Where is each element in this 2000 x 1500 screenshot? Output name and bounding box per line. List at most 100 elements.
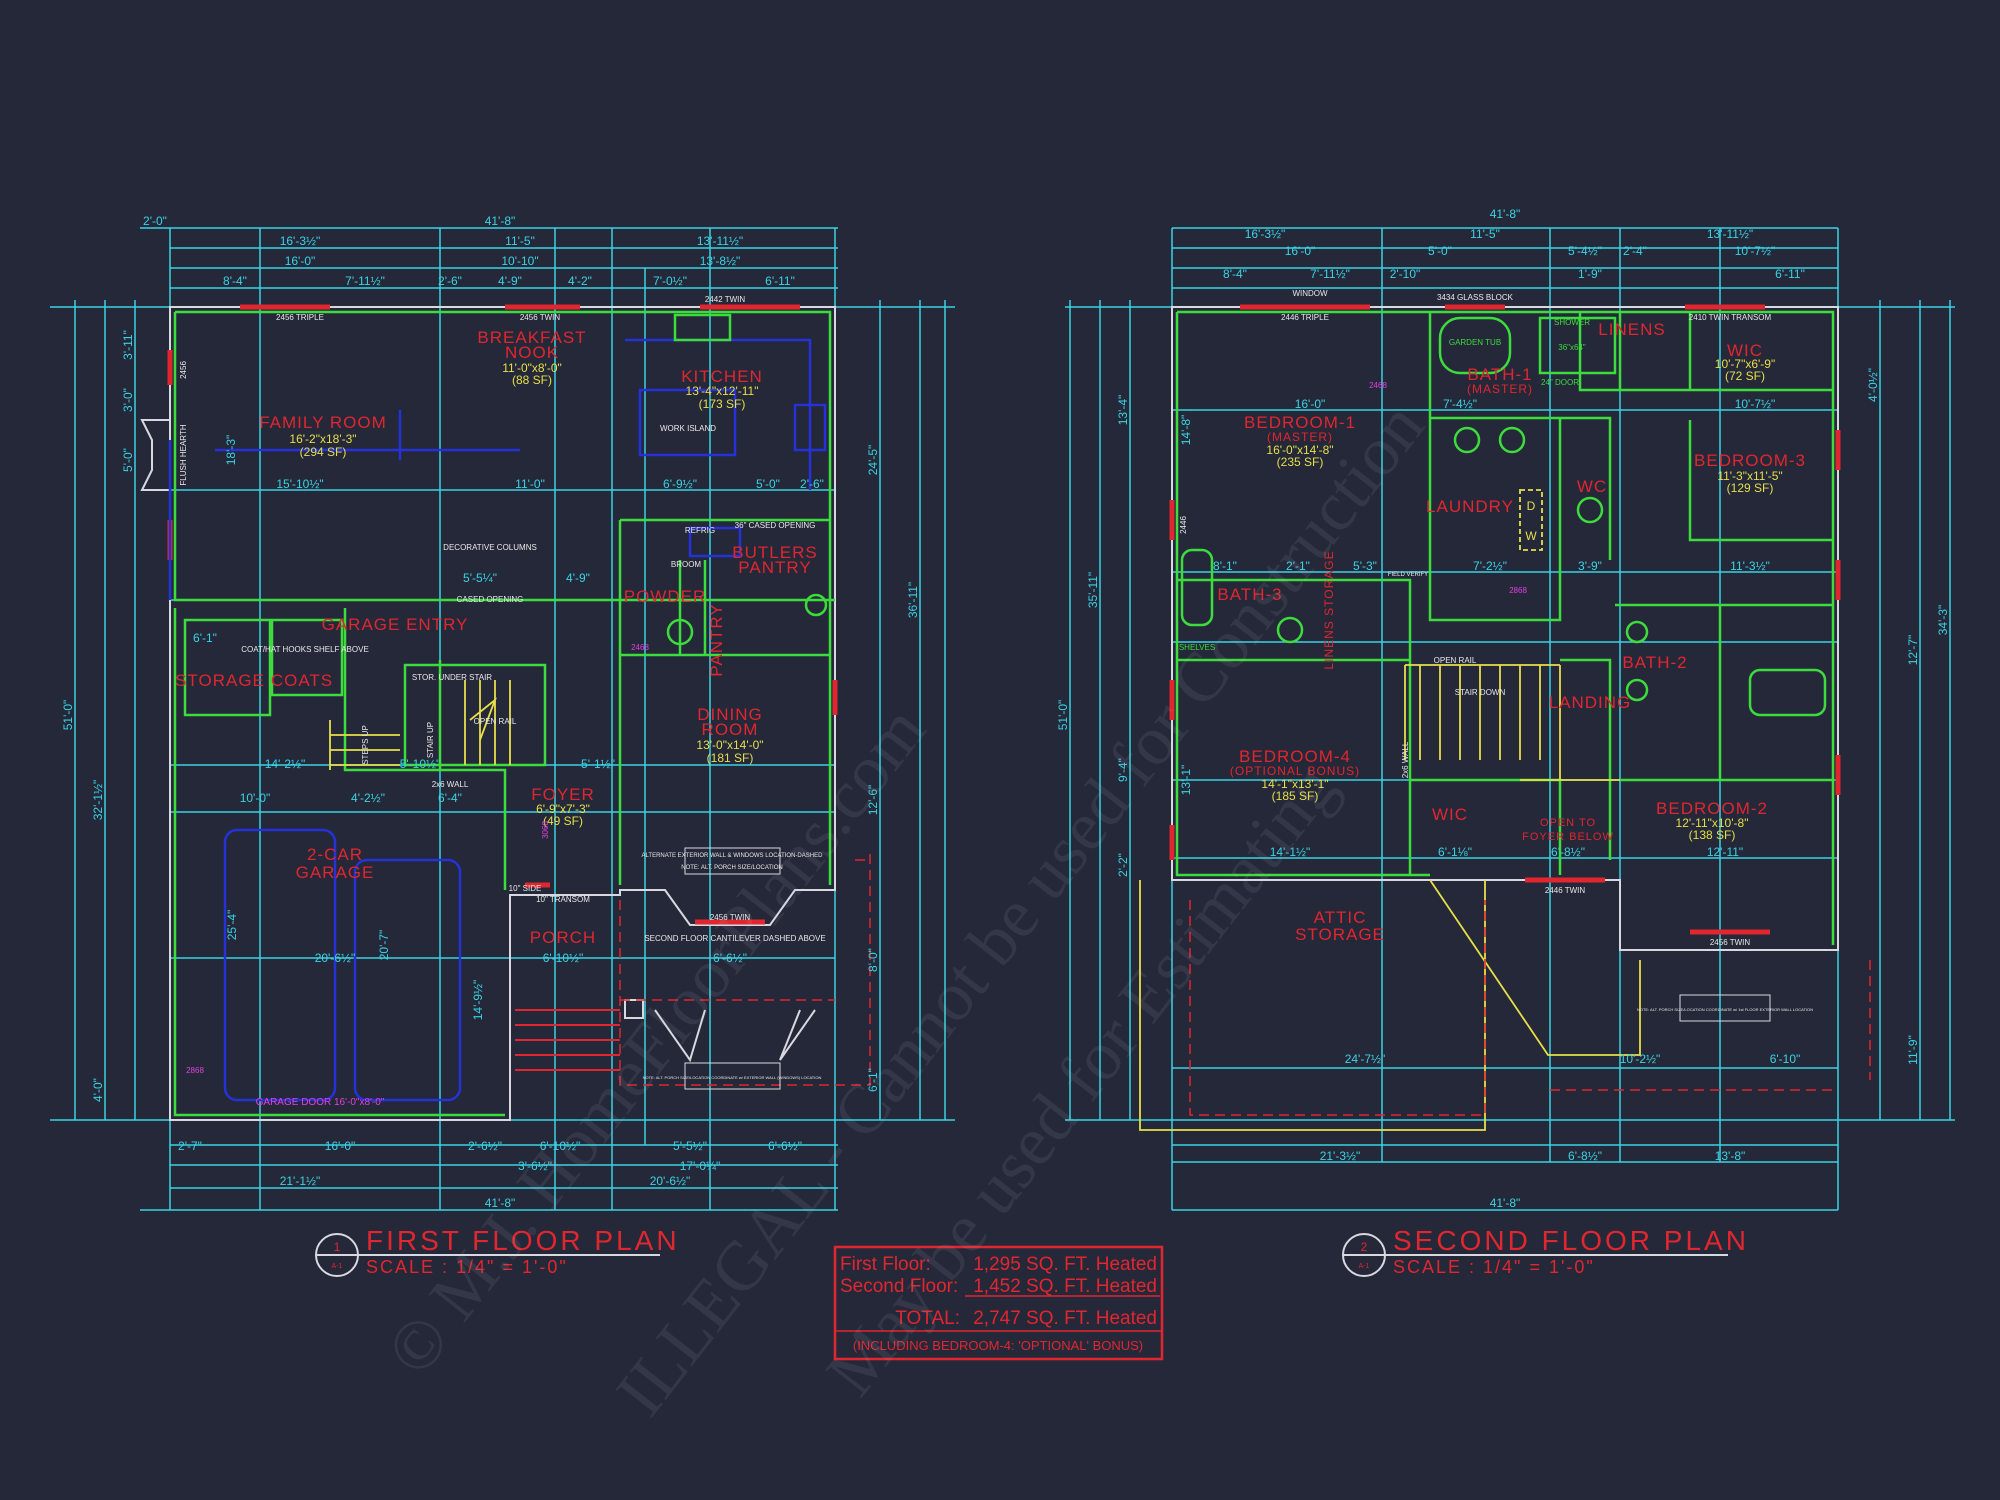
dimension: 18'-3" (224, 435, 238, 466)
dimension: 6'-1" (193, 631, 217, 645)
dimension: 6'-11" (1775, 267, 1805, 281)
plan-scale: SCALE : 1/4" = 1'-0" (366, 1257, 568, 1277)
dimension: 5'-3" (1353, 559, 1377, 573)
room-storage: STORAGE (175, 671, 265, 690)
sink-icon (1276, 616, 1304, 644)
exterior-walls (140, 306, 836, 1121)
dimension: 4'-0½" (1866, 368, 1880, 402)
plan-scale: SCALE : 1/4" = 1'-0" (1393, 1257, 1595, 1277)
dimension: 6'-10½" (543, 951, 584, 965)
note-box: NOTE: ALT. PORCH SIZE/LOCATION COORDINAT… (1637, 994, 1813, 1022)
second-floor-area-value: 1,452 SQ. FT. Heated (973, 1276, 1157, 1297)
bathtub-icon (1180, 548, 1214, 627)
note: REFRIG (685, 526, 715, 535)
room-size: 16'-2"x18'-3" (289, 432, 356, 446)
window-tag: 2456 TRIPLE (276, 313, 324, 322)
room-bath-1: BATH-1 (1467, 365, 1532, 384)
room-size: 16'-0"x14'-8" (1266, 443, 1333, 457)
first-floor-area-label: First Floor: (840, 1254, 931, 1275)
dimension-texts: 41'-8" 16'-3½" 11'-5" 13'-11½" 16'-0" 5'… (1056, 207, 1950, 1210)
room-area: (129 SF) (1727, 481, 1774, 495)
note: WINDOW (1292, 289, 1328, 298)
room-family-room: FAMILY ROOM (259, 413, 387, 432)
stair (329, 680, 511, 770)
door-tag: 3068 (541, 821, 550, 839)
door-tag: 2868 (1509, 586, 1527, 595)
dimension: 41'-8" (485, 1196, 516, 1210)
room-size: 13'-4"x12'-11" (686, 384, 759, 398)
dimension: 8'-4" (1223, 267, 1247, 281)
dimension: 20'-6½" (650, 1174, 691, 1188)
dimension: 17'-0¼" (680, 1159, 721, 1173)
sheet-ref: A-1 (332, 1263, 343, 1270)
dimension: 24'-7½" (1345, 1052, 1386, 1066)
room-size: 6'-9"x7'-3" (536, 802, 590, 816)
note: GARDEN TUB (1449, 338, 1501, 347)
dimension: 41'-8" (485, 214, 516, 228)
plan-number: 1 (334, 1240, 341, 1254)
note: NOTE: ALT. PORCH SIZE/LOCATION (681, 865, 782, 871)
dimension: 41'-8" (1490, 207, 1521, 221)
dimension: 51'-0" (1056, 700, 1070, 731)
note: ALTERNATE EXTERIOR WALL & WINDOWS LOCATI… (642, 853, 824, 859)
dimension: 14'-8" (1179, 415, 1193, 446)
dimension: 2'-2" (1116, 853, 1130, 877)
sink-icon (1498, 426, 1526, 454)
window-tag: 2456 TWIN (1710, 938, 1751, 947)
dimension: 13'-8" (1715, 1149, 1746, 1163)
dimension: 3'-9" (1578, 559, 1602, 573)
room-label-line2: NOOK (505, 343, 559, 362)
note: 2x6 WALL (1401, 741, 1410, 778)
fireplace-hearth-icon (140, 419, 171, 491)
dimension: 11'-5" (505, 234, 535, 248)
sink-icon (804, 593, 828, 617)
note: CASED OPENING (457, 595, 524, 604)
cooktop-icon (793, 403, 827, 452)
dimension: 6'-1" (866, 1068, 880, 1092)
bathtub-icon (1748, 668, 1827, 717)
annotations: 2456 TRIPLE 2456 TWIN 2442 TWIN WORK ISL… (179, 295, 826, 1108)
room-linens: LINENS (1598, 320, 1665, 339)
dimension: 2'-6" (438, 274, 462, 288)
dimension: 5'-0" (756, 477, 780, 491)
dimension: 5'-4½" (1568, 244, 1602, 258)
window-tag: 2446 TRIPLE (1281, 313, 1329, 322)
dimension: 10'-7½" (1735, 397, 1776, 411)
dimension: 4'-9" (498, 274, 522, 288)
dimension: 10'-7½" (1735, 244, 1776, 258)
room-butlers-pantry: BUTLERS (732, 543, 817, 562)
dimension: 7'-0½" (653, 274, 687, 288)
dimension: 3'-6½" (518, 1159, 552, 1173)
dimension: 3'-0" (121, 388, 135, 412)
dimension: 6'-1⅛" (1438, 845, 1472, 859)
dimension: 2'-1" (1286, 559, 1310, 573)
room-area: (72 SF) (1725, 369, 1765, 383)
dimension: 35'-11" (1086, 572, 1100, 608)
total-area-value: 2,747 SQ. FT. Heated (973, 1308, 1157, 1329)
room-area: (235 SF) (1277, 455, 1324, 469)
first-floor-area-value: 1,295 SQ. FT. Heated (973, 1254, 1157, 1275)
room-area: (49 SF) (543, 814, 583, 828)
dimension: 3'-11" (121, 330, 135, 360)
toilet-icon (1576, 496, 1604, 524)
dimension: 36'-11" (906, 582, 920, 618)
note: FLUSH HEARTH (179, 424, 188, 485)
first-floor-title-block: 1 A-1 FIRST FLOOR PLAN SCALE : 1/4" = 1'… (315, 1225, 677, 1277)
dimension: 6'-6½" (713, 951, 747, 965)
dimension: 7'-2½" (1473, 559, 1507, 573)
room-breakfast-nook: BREAKFAST (477, 328, 586, 347)
dimension-lines (50, 227, 955, 1211)
note: OPEN RAIL (1434, 656, 1477, 665)
dimension: 2'-10" (1390, 267, 1421, 281)
room-area: (88 SF) (512, 373, 552, 387)
room-bedroom-3: BEDROOM-3 (1694, 451, 1806, 470)
room-area: (138 SF) (1689, 828, 1736, 842)
window-tag: 2456 TWIN (520, 313, 561, 322)
room-size: 11'-0"x8'-0" (502, 361, 562, 375)
sink-icon (1625, 678, 1649, 702)
room-label-line2: ROOM (702, 720, 759, 739)
dimension: 9'-4" (1116, 758, 1130, 782)
door-tag: 2468 (631, 643, 649, 652)
plan-title: SECOND FLOOR PLAN (1393, 1225, 1749, 1256)
window-tag: 2456 TWIN (710, 913, 751, 922)
